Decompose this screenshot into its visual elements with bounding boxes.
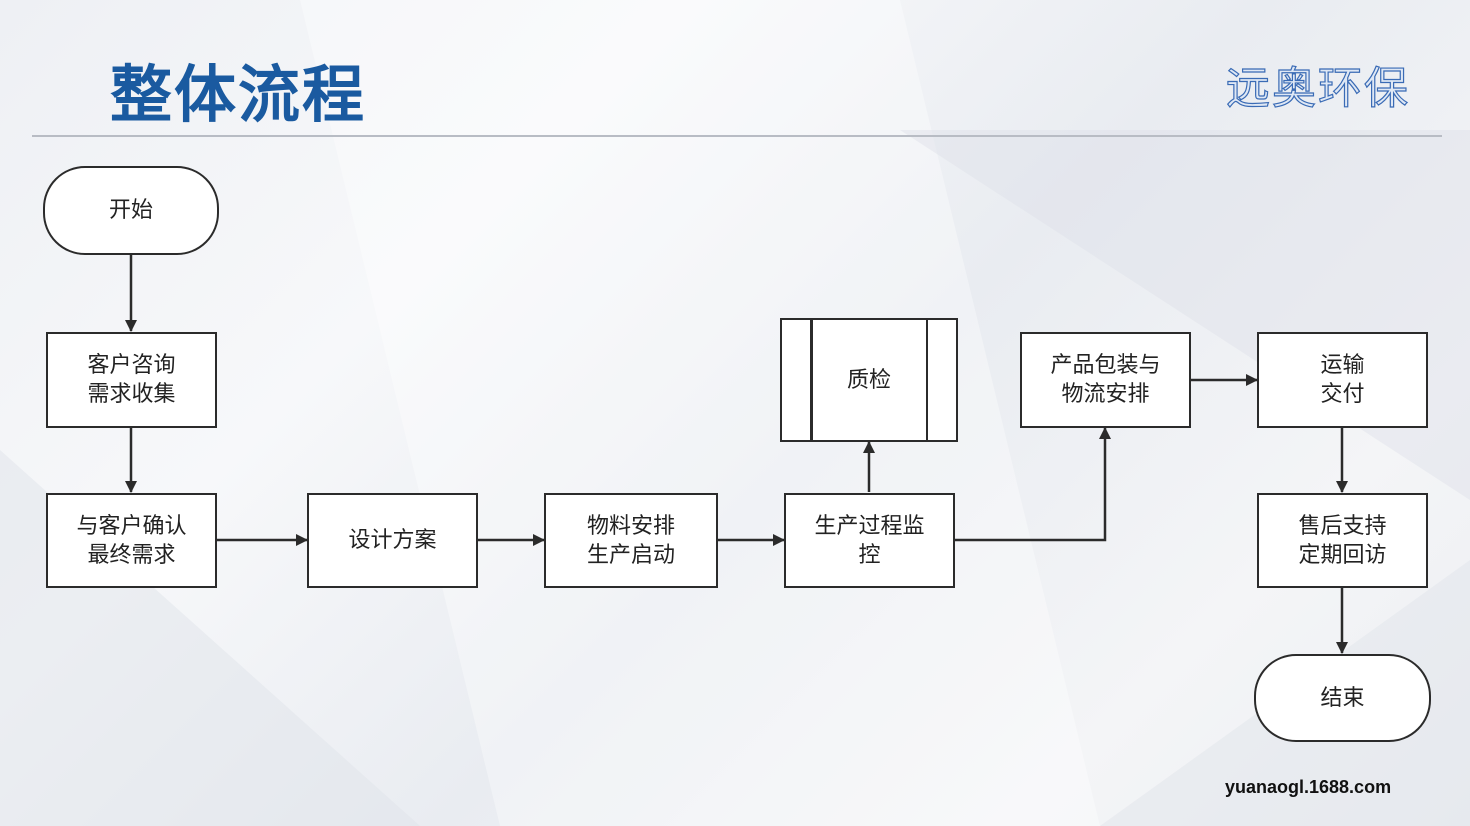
subprocess-bar-left — [810, 320, 813, 440]
node-end: 结束 — [1254, 654, 1431, 742]
brand-logo-text: 远奥环保 — [1225, 62, 1410, 114]
page-title: 整体流程 — [110, 58, 367, 131]
node-aftersale: 售后支持 定期回访 — [1257, 493, 1428, 588]
node-qc: 质检 — [780, 318, 958, 442]
node-consult: 客户咨询 需求收集 — [46, 332, 217, 428]
node-package: 产品包装与 物流安排 — [1020, 332, 1191, 428]
subprocess-bar-right — [925, 320, 928, 440]
header-divider — [32, 135, 1442, 137]
node-transport: 运输 交付 — [1257, 332, 1428, 428]
node-start: 开始 — [43, 166, 219, 255]
edge-monitor-package — [954, 427, 1111, 542]
node-design: 设计方案 — [307, 493, 478, 588]
footer-website: yuanaogl.1688.com — [1225, 777, 1392, 797]
node-confirm: 与客户确认 最终需求 — [46, 493, 217, 588]
node-material: 物料安排 生产启动 — [544, 493, 718, 588]
node-monitor: 生产过程监 控 — [784, 493, 955, 588]
